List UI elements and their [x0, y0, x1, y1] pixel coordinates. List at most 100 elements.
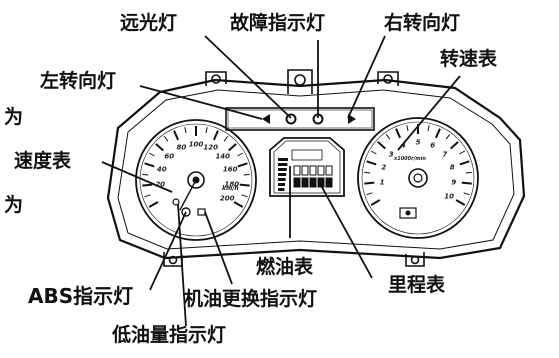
dial-number: 80 [176, 144, 186, 152]
fuel-bar-segment [278, 168, 287, 171]
leader-tachometer [397, 75, 461, 151]
dial-number: 120 [203, 144, 218, 152]
fuel-bar-segment [278, 158, 288, 161]
dial-tick [370, 150, 377, 155]
label-fault-indicator: 故障指示灯 [230, 12, 326, 34]
dial-number: 4 [401, 142, 406, 150]
odometer-digit [293, 177, 301, 188]
indicator-strip [225, 107, 375, 131]
leader-odometer [317, 179, 373, 279]
speedometer-hub [187, 171, 205, 189]
fuel-bar-segment [278, 163, 288, 166]
speed-unit: km/h [222, 185, 239, 192]
speedometer-needle [179, 179, 197, 211]
dial-tick [434, 128, 441, 139]
left-turn-lamp-icon [262, 114, 270, 124]
fuel-bar-segment [278, 178, 286, 181]
dial-tick [395, 128, 402, 139]
mounting-tab-bottom-right [405, 252, 425, 267]
dial-tick [461, 181, 472, 185]
dial-tick [406, 125, 409, 132]
label-right-turn: 右转向灯 [384, 12, 461, 34]
dial-tick [459, 150, 466, 155]
mounting-tab-left [205, 71, 227, 86]
abs-lamp-icon [181, 207, 191, 217]
dial-tick [445, 134, 451, 140]
label-high-beam: 远光灯 [120, 12, 178, 34]
rpm-unit: x1000r/min [393, 156, 426, 162]
dial-tick [385, 134, 391, 140]
dial-tick [223, 136, 229, 142]
cluster-housing [106, 78, 526, 260]
label-odometer: 里程表 [388, 274, 446, 296]
dial-tick [427, 125, 430, 132]
mounting-tab-top [287, 69, 313, 94]
dial-number: 8 [450, 163, 455, 171]
dial-tick [459, 160, 470, 166]
dial-number: 6 [430, 142, 435, 150]
label-edge-fragment-2: 为 [4, 194, 24, 216]
label-speedometer: 速度表 [14, 150, 72, 172]
dial-tick [364, 181, 375, 185]
dial-tick [142, 183, 153, 187]
leader-left-turn [139, 85, 263, 120]
label-oil-change-indicator: 机油更换指示灯 [184, 288, 318, 310]
leader-right-turn [347, 35, 386, 119]
odometer-digit [309, 165, 317, 176]
oil-lamp-icon [197, 208, 206, 216]
dial-tick [237, 152, 244, 157]
dial-tick [239, 183, 250, 187]
dial-number: 5 [416, 139, 421, 147]
dial-tick [243, 173, 250, 176]
odometer-digit [309, 177, 317, 188]
odometer-digits [293, 165, 333, 188]
mounting-tab-right [377, 71, 399, 86]
leader-lines [101, 35, 461, 327]
dial-tick [450, 141, 459, 150]
dial-tick [212, 130, 219, 141]
leader-low-oil [177, 203, 187, 327]
dial-tick [205, 127, 208, 134]
dial-tick [364, 171, 371, 174]
dial-number: 100 [189, 141, 204, 149]
odometer-digit [293, 165, 301, 176]
fuel-bars [278, 158, 288, 191]
odometer-digit [317, 165, 325, 176]
dial-number: 7 [442, 150, 447, 158]
leader-speedometer [101, 161, 173, 193]
label-edge-fragment-1: 为 [4, 106, 24, 128]
label-left-turn: 左转向灯 [40, 70, 117, 92]
odometer-digit [301, 177, 309, 188]
dial-tick [155, 143, 164, 152]
dial-number: 20 [155, 180, 165, 188]
dial-tick [184, 127, 187, 134]
dial-tick [370, 199, 381, 206]
fuel-bar-segment [278, 188, 285, 191]
label-abs-indicator: ABS指示灯 [28, 284, 134, 308]
dial-number: 140 [215, 152, 230, 160]
dial-number: 3 [389, 150, 394, 158]
dial-tick [241, 194, 248, 198]
label-low-oil-indicator: 低油量指示灯 [112, 324, 227, 346]
dial-tick [142, 173, 149, 176]
leader-high-beam [204, 35, 292, 119]
odometer-digit [325, 177, 333, 188]
high-beam-lamp-icon [285, 113, 297, 125]
dial-tick [377, 141, 386, 150]
dial-tick [228, 143, 237, 152]
fuel-bar-segment [278, 183, 285, 186]
dial-number: 180 [224, 180, 239, 188]
leader-oil-change [204, 211, 233, 285]
dial-tick [366, 160, 377, 166]
dial-number: 9 [451, 178, 456, 186]
dial-tick [173, 130, 180, 141]
dial-tick [144, 194, 151, 198]
tachometer-ticks [364, 124, 472, 206]
dial-number: 2 [381, 163, 386, 171]
dial-number: 40 [157, 165, 167, 173]
